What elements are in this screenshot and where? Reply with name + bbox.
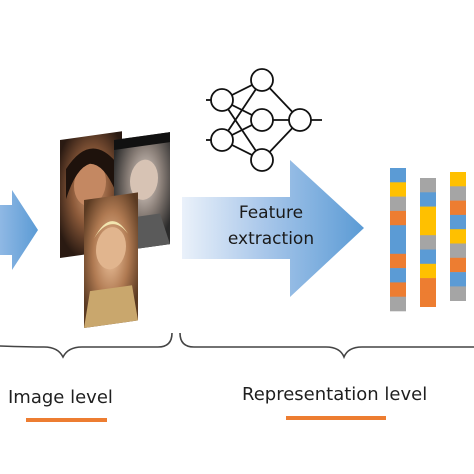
feature-extraction-line2: extraction — [227, 229, 315, 249]
vector-cell — [420, 292, 436, 307]
image-level-label: Image level — [8, 387, 113, 408]
input-arrow — [0, 190, 38, 270]
vector-cell — [390, 253, 406, 269]
feature-extraction-line1: Feature — [238, 203, 304, 223]
vector-cell — [420, 220, 436, 236]
vector-cell — [390, 239, 406, 255]
vector-cell — [450, 172, 466, 187]
vector-cell — [450, 200, 466, 216]
vector-cell — [420, 249, 436, 265]
vector-cell — [420, 263, 436, 279]
vector-cell — [420, 192, 436, 207]
neural-network-icon — [206, 68, 322, 172]
face-photo-stack — [60, 131, 170, 328]
representation-level-brace — [179, 332, 474, 360]
vector-cell — [450, 243, 466, 259]
vector-cell — [390, 268, 406, 283]
vector-cell — [420, 235, 436, 250]
vector-cell — [450, 186, 466, 201]
representation-level-label: Representation level — [242, 384, 428, 405]
vector-cell — [420, 178, 436, 193]
vector-cell — [450, 257, 466, 273]
image-level-underline — [26, 418, 107, 422]
vector-cell — [390, 210, 406, 226]
vector-cell — [390, 196, 406, 212]
feature-extraction-label: Feature extraction — [196, 200, 346, 252]
vector-cell — [420, 206, 436, 222]
feature-vectors — [390, 168, 466, 312]
feature-extraction-arrow — [182, 160, 364, 297]
vector-cell — [450, 272, 466, 287]
image-level-brace — [0, 332, 173, 359]
vector-cell — [420, 278, 436, 293]
vector-cell — [450, 229, 466, 244]
vector-cell — [390, 225, 406, 240]
representation-level-underline — [286, 416, 386, 420]
vector-cell — [450, 214, 466, 230]
vector-cell — [390, 282, 406, 297]
face-photo-icon — [84, 192, 138, 328]
vector-cell — [390, 168, 406, 183]
vector-cell — [390, 182, 406, 197]
vector-cell — [390, 296, 406, 312]
vector-cell — [450, 286, 466, 301]
